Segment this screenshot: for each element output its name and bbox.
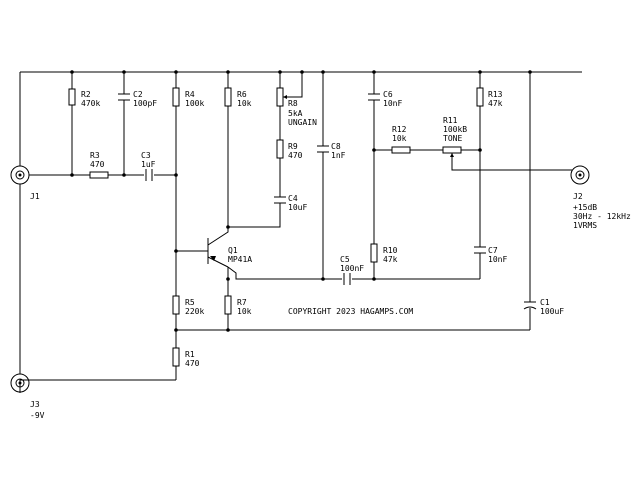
- transistor-q1[interactable]: [207, 227, 229, 268]
- r13-value: 47k: [488, 99, 503, 108]
- connector-j3[interactable]: [10, 373, 30, 393]
- r3-ref: R3: [90, 151, 100, 160]
- r6-value: 10k: [237, 99, 252, 108]
- c5-ref: C5: [340, 255, 350, 264]
- r8-note: UNGAIN: [288, 118, 317, 127]
- r13-ref: R13: [488, 90, 503, 99]
- c8-value: 1nF: [331, 151, 346, 160]
- j3-spec-supply: -9V: [30, 411, 45, 420]
- resistor-r7[interactable]: [224, 295, 232, 315]
- c8-ref: C8: [331, 142, 341, 151]
- capacitor-c5[interactable]: [343, 273, 351, 285]
- capacitor-c8[interactable]: [317, 145, 329, 153]
- capacitor-c3[interactable]: [145, 169, 153, 181]
- r7-ref: R7: [237, 298, 247, 307]
- c3-value: 1uF: [141, 160, 156, 169]
- r12-value: 10k: [392, 134, 407, 143]
- c2-ref: C2: [133, 90, 143, 99]
- r12-ref: R12: [392, 125, 407, 134]
- c7-ref: C7: [488, 246, 498, 255]
- r6-ref: R6: [237, 90, 247, 99]
- r10-ref: R10: [383, 246, 398, 255]
- capacitor-c6[interactable]: [368, 93, 380, 101]
- r4-ref: R4: [185, 90, 195, 99]
- r10-value: 47k: [383, 255, 398, 264]
- c4-value: 10uF: [288, 203, 307, 212]
- j2-label: J2: [573, 192, 583, 201]
- r5-ref: R5: [185, 298, 195, 307]
- c6-ref: C6: [383, 90, 393, 99]
- copyright-notice: COPYRIGHT 2023 HAGAMPS.COM: [288, 307, 413, 316]
- resistor-r2[interactable]: [68, 88, 76, 106]
- capacitor-c4[interactable]: [274, 196, 286, 204]
- resistor-r6[interactable]: [224, 87, 232, 107]
- resistor-r10[interactable]: [370, 243, 378, 263]
- c1-ref: C1: [540, 298, 550, 307]
- j2-spec-bandwidth: 30Hz - 12kHz: [573, 212, 631, 221]
- junctions: [70, 70, 532, 332]
- c1-value: 100uF: [540, 307, 564, 316]
- r8-value: 5kA: [288, 109, 303, 118]
- c7-value: 10nF: [488, 255, 507, 264]
- r2-value: 470k: [81, 99, 100, 108]
- r1-ref: R1: [185, 350, 195, 359]
- r3-value: 470: [90, 160, 105, 169]
- j2-spec-voltage: 1VRMS: [573, 221, 597, 230]
- r7-value: 10k: [237, 307, 252, 316]
- r11-note: TONE: [443, 134, 462, 143]
- resistor-r3[interactable]: [89, 171, 109, 179]
- c5-value: 100nF: [340, 264, 364, 273]
- j1-label: J1: [30, 192, 40, 201]
- q1-value: MP41A: [228, 255, 252, 264]
- c2-value: 100pF: [133, 99, 157, 108]
- capacitor-c7[interactable]: [474, 246, 486, 254]
- r1-value: 470: [185, 359, 200, 368]
- connector-j1[interactable]: [10, 165, 30, 185]
- r2-ref: R2: [81, 90, 91, 99]
- resistor-r9[interactable]: [276, 139, 284, 159]
- resistor-r12[interactable]: [391, 146, 411, 154]
- q1-ref: Q1: [228, 246, 238, 255]
- j3-label: J3: [30, 400, 40, 409]
- r5-value: 220k: [185, 307, 204, 316]
- wires: [19, 71, 582, 393]
- resistor-r13[interactable]: [476, 87, 484, 107]
- r11-value: 100kB: [443, 125, 467, 134]
- c4-ref: C4: [288, 194, 298, 203]
- capacitor-c1[interactable]: [523, 301, 537, 310]
- resistor-r4[interactable]: [172, 87, 180, 107]
- potentiometer-r8[interactable]: [276, 87, 287, 107]
- r8-ref: R8: [288, 99, 298, 108]
- resistor-r5[interactable]: [172, 295, 180, 315]
- r9-ref: R9: [288, 142, 298, 151]
- r9-value: 470: [288, 151, 303, 160]
- r4-value: 100k: [185, 99, 204, 108]
- resistor-r1[interactable]: [172, 347, 180, 367]
- r11-ref: R11: [443, 116, 458, 125]
- c3-ref: C3: [141, 151, 151, 160]
- capacitor-c2[interactable]: [118, 93, 130, 101]
- connector-j2[interactable]: [570, 165, 590, 185]
- j2-spec-level: +15dB: [573, 203, 597, 212]
- potentiometer-r11[interactable]: [442, 146, 462, 157]
- c6-value: 10nF: [383, 99, 402, 108]
